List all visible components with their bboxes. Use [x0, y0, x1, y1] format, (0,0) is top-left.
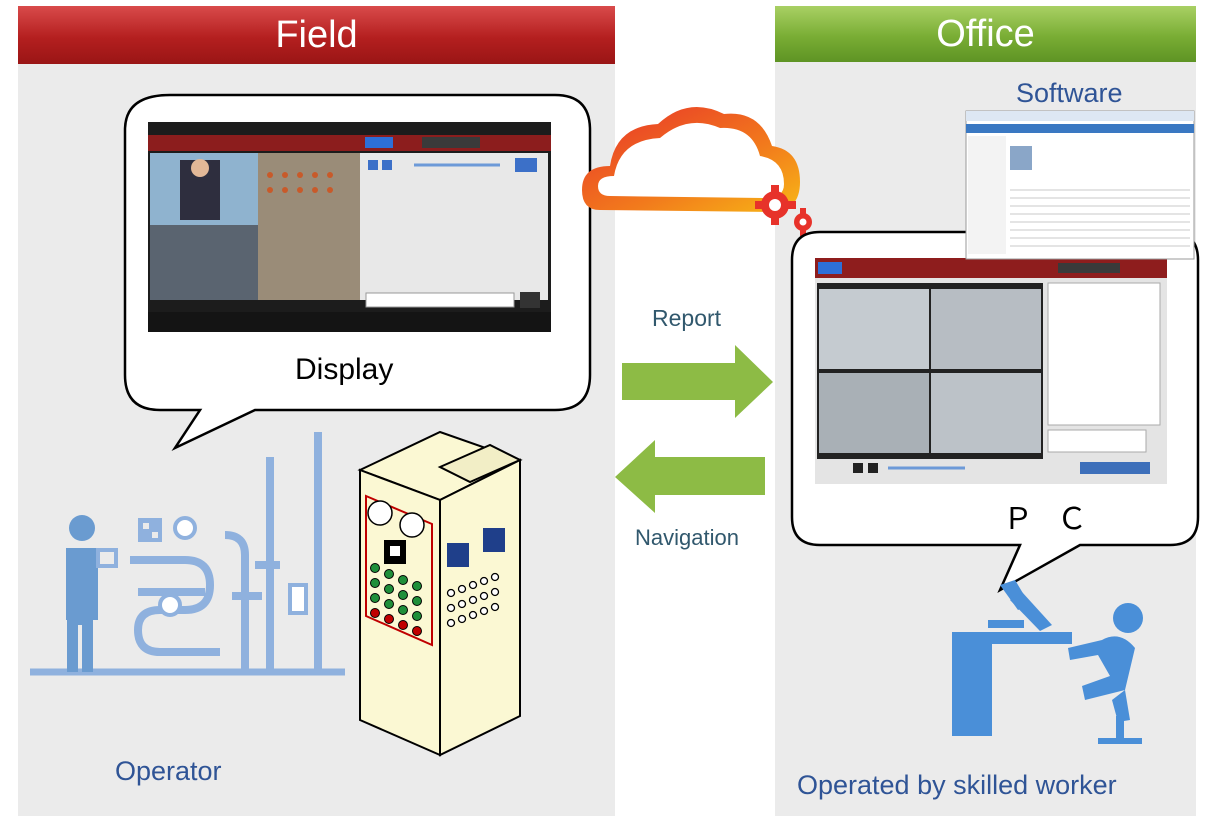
- display-label: Display: [295, 353, 394, 386]
- office-title: Office: [936, 13, 1035, 55]
- navigation-arrow: [615, 440, 765, 513]
- cabinet-indicator-lights: [370, 563, 422, 636]
- pc-screenshot: [815, 258, 1167, 484]
- field-header: Field: [18, 6, 615, 64]
- software-label: Software: [1016, 78, 1123, 108]
- pc-label: ＰＣ: [1003, 503, 1111, 536]
- operator-label: Operator: [115, 756, 222, 786]
- field-title: Field: [275, 14, 358, 56]
- report-label: Report: [652, 305, 722, 331]
- skilled-worker-icon: [952, 580, 1143, 744]
- operator-icon: [66, 515, 118, 672]
- tablet-screenshot: [148, 122, 551, 332]
- pipes-icon: [130, 432, 322, 672]
- skilled-worker-label: Operated by skilled worker: [797, 770, 1117, 800]
- qr-code-icon: [138, 518, 162, 542]
- navigation-label: Navigation: [635, 525, 739, 550]
- pipe-gauges: [158, 516, 308, 617]
- cloud-icon: [582, 106, 800, 212]
- office-header: Office: [775, 6, 1196, 62]
- report-arrow: [622, 345, 773, 418]
- software-screenshot: [965, 110, 1195, 260]
